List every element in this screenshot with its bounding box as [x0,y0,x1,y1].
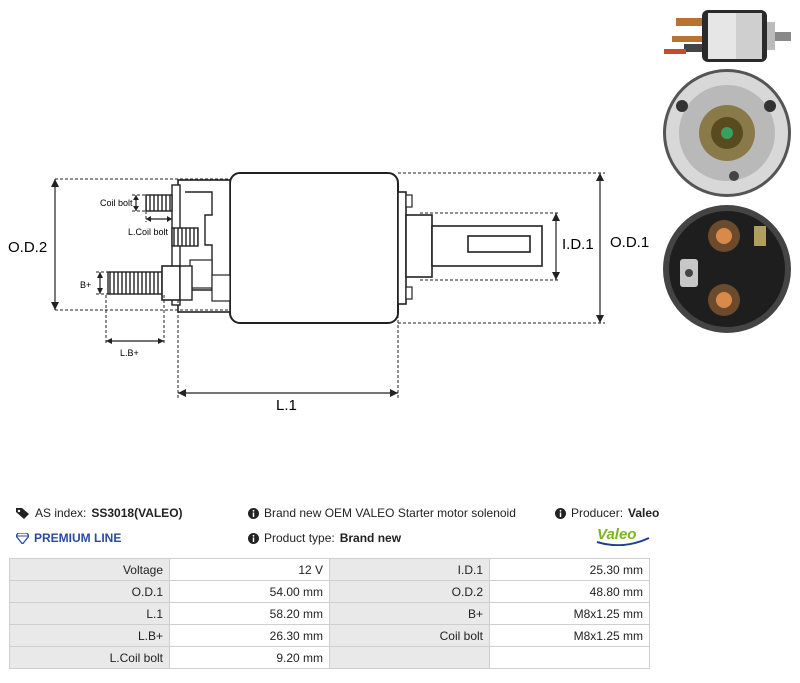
spec-label [329,646,490,669]
info-icon [248,532,259,544]
spec-label: L.B+ [9,624,170,647]
product-photo-side [664,10,791,62]
label-od1: O.D.1 [610,234,649,251]
product-type-label: Product type: [264,531,335,545]
product-info: AS index: SS3018(VALEO) Brand new OEM VA… [10,500,659,552]
valeo-logo: Valeo [596,526,650,546]
tags-icon [16,508,29,519]
label-lbplus: L.B+ [120,348,139,358]
as-index-label: AS index: [35,506,87,520]
product-type-value: Brand new [339,531,402,545]
spec-value: M8x1.25 mm [489,624,650,647]
spec-label: Voltage [9,558,170,581]
info-icon [248,507,259,519]
solenoid-body [229,172,399,324]
label-l-coil-bolt: L.Coil bolt [128,227,169,237]
spec-label: I.D.1 [329,558,490,581]
product-type: Product type: Brand new [248,531,401,545]
solenoid-dimension-drawing: O.D.2 O.D.1 I.D.1 L.1 Coil bolt L.Coil b… [8,172,649,414]
spec-value [489,646,650,669]
spec-label: O.D.2 [329,580,490,603]
spec-label: L.1 [9,602,170,625]
spec-value: 26.30 mm [169,624,330,647]
spec-label: O.D.1 [9,580,170,603]
spec-value: 25.30 mm [489,558,650,581]
label-bplus: B+ [80,280,91,290]
label-coil-bolt: Coil bolt [100,198,133,208]
label-id1: I.D.1 [562,236,594,253]
spec-label: L.Coil bolt [9,646,170,669]
label-l1: L.1 [276,397,297,414]
spec-value: 12 V [169,558,330,581]
spec-value: 58.20 mm [169,602,330,625]
info-icon [555,507,566,519]
coil-bolt-nut [171,227,199,247]
label-od2: O.D.2 [8,239,47,256]
producer: Producer: Valeo [555,506,659,520]
diamond-icon [16,532,29,544]
product-photo-rear [663,205,791,333]
spec-value: M8x1.25 mm [489,602,650,625]
spec-value: 9.20 mm [169,646,330,669]
premium-line: PREMIUM LINE [16,531,121,545]
product-photo-front [663,69,791,197]
coil-bolt-thread [145,194,173,212]
as-index: AS index: SS3018(VALEO) [16,506,183,520]
spec-value: 48.80 mm [489,580,650,603]
as-index-value: SS3018(VALEO) [91,506,183,520]
description: Brand new OEM VALEO Starter motor soleno… [248,506,516,520]
producer-value: Valeo [628,506,660,520]
spec-label: Coil bolt [329,624,490,647]
valeo-logo-text: Valeo [597,526,636,543]
producer-label: Producer: [571,506,624,520]
spec-value: 54.00 mm [169,580,330,603]
premium-line-text: PREMIUM LINE [34,531,122,545]
spec-label: B+ [329,602,490,625]
description-text: Brand new OEM VALEO Starter motor soleno… [264,506,516,520]
bplus-thread [107,271,165,295]
